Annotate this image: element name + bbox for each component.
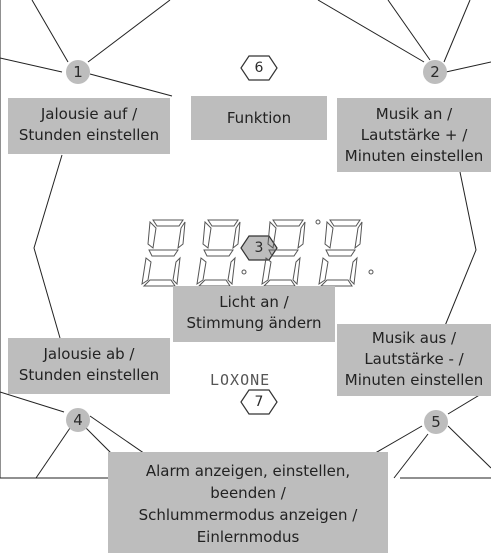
badge-6-number: 6 bbox=[254, 60, 264, 76]
label-4-line-1: Jalousie ab / bbox=[43, 345, 135, 363]
label-2-line-2: Lautstärke + / bbox=[360, 126, 468, 144]
label-4-line-2: Stunden einstellen bbox=[18, 366, 160, 384]
badge-2: 2 bbox=[423, 60, 447, 84]
label-7-line-4: Einlernmodus bbox=[196, 528, 300, 546]
label-alarm: Alarm anzeigen, einstellen, beenden / Sc… bbox=[108, 452, 388, 553]
badge-4: 4 bbox=[66, 408, 90, 432]
label-musik-aus: Musik aus / Lautstärke - / Minuten einst… bbox=[337, 324, 491, 396]
label-7-line-3: Schlummermodus anzeigen / bbox=[138, 506, 358, 524]
label-3-line-2: Stimmung ändern bbox=[186, 314, 322, 332]
label-2-line-3: Minuten einstellen bbox=[344, 147, 484, 165]
label-5-line-3: Minuten einstellen bbox=[344, 371, 484, 389]
label-3-line-1: Licht an / bbox=[219, 293, 289, 311]
label-1-line-2: Stunden einstellen bbox=[18, 126, 160, 144]
badge-6: 6 bbox=[242, 54, 276, 82]
label-jalousie-ab: Jalousie ab / Stunden einstellen bbox=[8, 338, 170, 394]
label-6-line-1: Funktion bbox=[226, 109, 292, 127]
badge-1: 1 bbox=[66, 60, 90, 84]
label-5-line-2: Lautstärke - / bbox=[364, 350, 464, 368]
badge-5: 5 bbox=[424, 410, 448, 434]
label-7-line-1: Alarm anzeigen, einstellen, bbox=[145, 462, 351, 480]
label-2-line-1: Musik an / bbox=[375, 105, 453, 123]
label-jalousie-auf: Jalousie auf / Stunden einstellen bbox=[8, 98, 170, 154]
badge-3: 3 bbox=[242, 234, 276, 262]
label-musik-an: Musik an / Lautstärke + / Minuten einste… bbox=[337, 98, 491, 172]
label-licht-an: Licht an / Stimmung ändern bbox=[173, 286, 335, 342]
label-1-line-1: Jalousie auf / bbox=[40, 105, 138, 123]
badge-7: 7 bbox=[242, 388, 276, 416]
badge-3-number: 3 bbox=[254, 240, 264, 256]
label-7-line-2: beenden / bbox=[210, 484, 286, 502]
loxone-logo: LOXONE bbox=[210, 371, 271, 389]
badge-7-number: 7 bbox=[254, 394, 264, 410]
label-funktion: Funktion bbox=[191, 96, 327, 140]
label-5-line-1: Musik aus / bbox=[371, 329, 457, 347]
